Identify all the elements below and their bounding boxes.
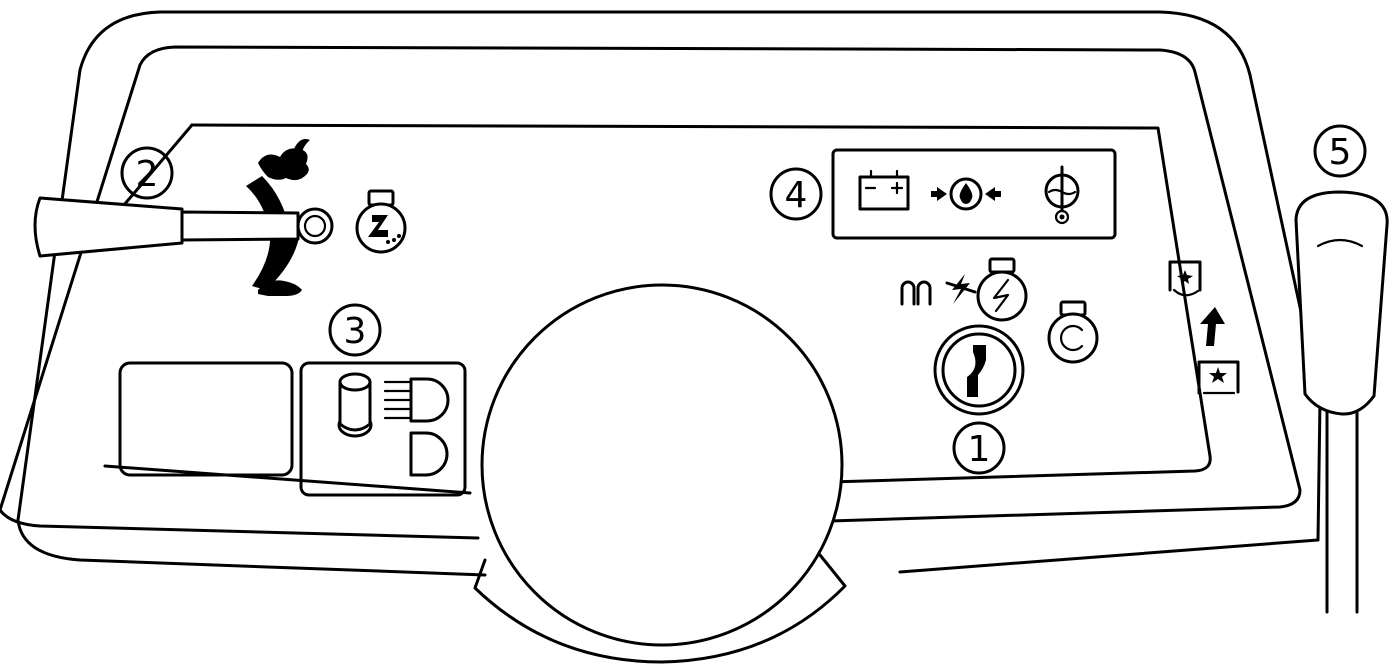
pto-engage-arrow-icon	[1200, 307, 1225, 346]
key-switch-icon[interactable]	[933, 324, 1025, 416]
engine-speed-icon	[355, 189, 407, 254]
battery-charge-icon	[858, 169, 910, 211]
steering-wheel-hub	[480, 283, 844, 647]
rabbit-fast-icon	[258, 139, 310, 181]
callout-4: 4	[769, 167, 823, 221]
steering-column-shroud	[473, 553, 847, 664]
low-beam-icon	[409, 431, 449, 477]
callout-1-label: 1	[968, 429, 991, 470]
pto-decal	[1168, 260, 1240, 395]
throttle-lever[interactable]	[33, 196, 334, 258]
high-beam-icon	[383, 377, 450, 423]
throttle-assembly	[33, 139, 407, 296]
callout-3: 3	[328, 303, 382, 357]
dashboard-housing	[16, 10, 1322, 577]
glow-plug-icon	[900, 280, 932, 306]
coolant-temperature-icon	[1044, 165, 1080, 225]
callout-3-label: 3	[344, 311, 367, 352]
shift-lever[interactable]	[1294, 190, 1389, 614]
oil-pressure-icon	[931, 177, 1001, 211]
callout-2-label: 2	[136, 154, 159, 195]
callout-5: 5	[1313, 124, 1367, 178]
engine-start-icon	[1047, 300, 1099, 364]
pto-engaged-icon	[1197, 360, 1240, 395]
light-switch-knob-icon[interactable]	[337, 372, 373, 438]
engine-run-icon	[976, 257, 1028, 322]
light-switch-plate	[299, 361, 467, 497]
callout-4-label: 4	[785, 175, 808, 216]
turtle-slow-icon	[258, 280, 302, 296]
dashboard-bezel	[0, 45, 1302, 540]
indicator-lamp-plate	[831, 148, 1117, 240]
instrument-panel-face	[103, 123, 1212, 495]
callout-1: 1	[952, 421, 1006, 475]
ignition-cluster	[900, 257, 1099, 416]
no-charge-icon	[945, 274, 977, 304]
pto-disengaged-icon	[1168, 260, 1202, 297]
callout-5-label: 5	[1329, 132, 1352, 173]
callout-2: 2	[120, 146, 174, 200]
blank-plate	[118, 361, 294, 477]
